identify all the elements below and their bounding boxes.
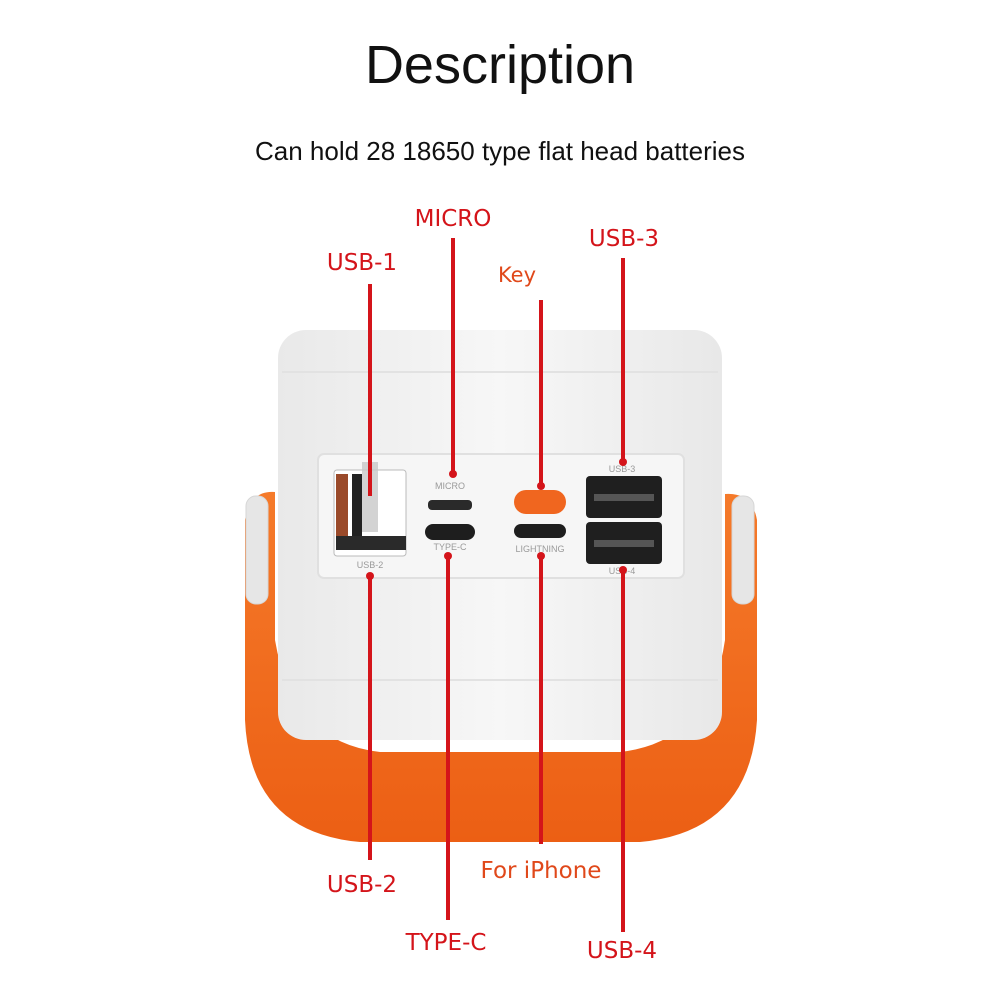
key-leader-dot [537,482,545,490]
usb-1-label: USB-1 [326,250,398,276]
key-label: Key [497,263,537,287]
panel-label-typec: TYPE-C [433,542,467,552]
usb-4-label: USB-4 [586,938,658,964]
usb-2-leader-dot [366,572,374,580]
lightning-leader-dot [537,552,545,560]
page-subtitle: Can hold 28 18650 type flat head batteri… [254,136,746,166]
type-c-port [425,524,475,540]
type-c-leader-dot [444,552,452,560]
lightning-leader-line [539,556,543,844]
type-c-leader-line [446,556,450,920]
type-c-label: TYPE-C [405,930,487,956]
panel-label-usb2: USB-2 [357,560,384,570]
panel-label-usb3: USB-3 [609,464,636,474]
panel-label-lightning: LIGHTNING [515,544,564,554]
micro-leader-line [451,238,455,474]
key-button [514,490,566,514]
key-leader-line [539,300,543,486]
panel-label-micro: MICRO [435,481,465,491]
usb-2-leader-line [368,576,372,860]
lightning-port [514,524,566,538]
usb-1-leader-line [368,284,372,496]
micro-label: MICRO [414,206,492,232]
left-hinge [245,495,269,605]
usb-3-label: USB-3 [588,226,660,252]
usb-3-leader-line [621,258,625,464]
for-iphone-label: For iPhone [480,858,602,884]
orange-handle [245,491,757,842]
micro-leader-dot [449,470,457,478]
usb-2-label: USB-2 [326,872,398,898]
page-title: Description [364,35,636,95]
right-hinge [731,495,755,605]
usb-3-leader-dot [619,458,627,466]
micro-port [428,500,472,510]
usb-4-leader-line [621,570,625,932]
usb-4-leader-dot [619,566,627,574]
